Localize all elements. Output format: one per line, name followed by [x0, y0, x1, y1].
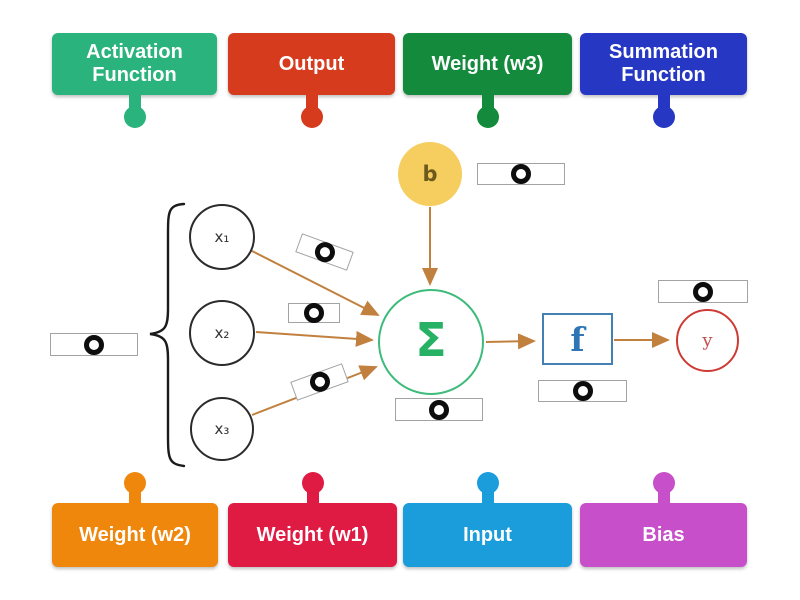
node-input-x1: x₁: [189, 204, 255, 270]
label-card-text: Weight (w1): [256, 523, 369, 546]
drop-target-ring: [511, 164, 531, 184]
node-x1-label: x₁: [214, 228, 230, 246]
label-card-text: Output: [278, 52, 345, 75]
node-input-x2: x₂: [189, 300, 255, 366]
card-stem: [305, 95, 318, 109]
card-stem: [657, 95, 670, 109]
answer-box-left-of-inputs[interactable]: [50, 333, 138, 356]
label-card-bias[interactable]: Bias: [580, 472, 747, 567]
answer-box-below-f[interactable]: [538, 380, 627, 402]
card-stem: [481, 95, 494, 109]
card-stem-dot: [124, 472, 146, 494]
card-stem-dot: [301, 472, 324, 494]
card-stem-dot: [476, 472, 499, 494]
node-bias-label: b: [422, 162, 438, 186]
label-card-weight-w1[interactable]: Weight (w1): [228, 472, 397, 567]
card-stem-dot: [300, 106, 323, 128]
node-y-label: y: [702, 330, 713, 351]
node-summation: Σ: [378, 289, 484, 395]
label-card-text: Weight (w2): [79, 523, 191, 546]
label-card-summation-function[interactable]: Summation Function: [580, 33, 747, 128]
card-stem-dot: [476, 106, 499, 128]
drop-target-ring: [693, 281, 713, 302]
label-card-text: Weight (w3): [431, 52, 544, 75]
label-card-text: Bias: [642, 523, 685, 546]
arrow-x1-to-sum: [251, 250, 380, 316]
node-f-label: f: [570, 319, 585, 359]
card-stem-dot: [652, 472, 675, 494]
answer-box-below-sum[interactable]: [395, 398, 483, 421]
node-output-y: y: [676, 309, 739, 372]
arrow-x2-to-sum: [255, 330, 374, 347]
label-card-input[interactable]: Input: [403, 472, 572, 567]
label-card-weight-w3[interactable]: Weight (w3): [403, 33, 572, 128]
answer-box-x2-arrow[interactable]: [288, 303, 340, 323]
node-x2-label: x₂: [214, 324, 230, 342]
card-stem-dot: [652, 106, 675, 128]
label-card-weight-w2[interactable]: Weight (w2): [52, 472, 218, 567]
node-input-x3: x₃: [190, 397, 254, 461]
node-bias-b: b: [398, 142, 462, 206]
inputs-brace: [149, 202, 186, 468]
label-card-text: Activation Function: [86, 41, 183, 86]
label-card-output[interactable]: Output: [228, 33, 395, 128]
card-stem-dot: [123, 106, 146, 128]
drop-target-ring: [84, 334, 104, 355]
label-card-text: Input: [463, 523, 512, 546]
answer-box-above-y[interactable]: [658, 280, 748, 303]
drop-target-ring: [572, 381, 593, 401]
card-stem: [128, 95, 141, 109]
arrow-sum-to-f: [485, 333, 536, 350]
label-card-activation-function[interactable]: Activation Function: [52, 33, 217, 128]
drop-target-ring: [429, 399, 449, 420]
answer-box-right-of-bias[interactable]: [477, 163, 565, 185]
node-activation-f: f: [542, 313, 613, 365]
label-card-text: Summation Function: [609, 41, 718, 86]
node-x3-label: x₃: [214, 420, 230, 438]
node-sum-label: Σ: [415, 313, 447, 367]
drop-target-ring: [304, 303, 324, 323]
